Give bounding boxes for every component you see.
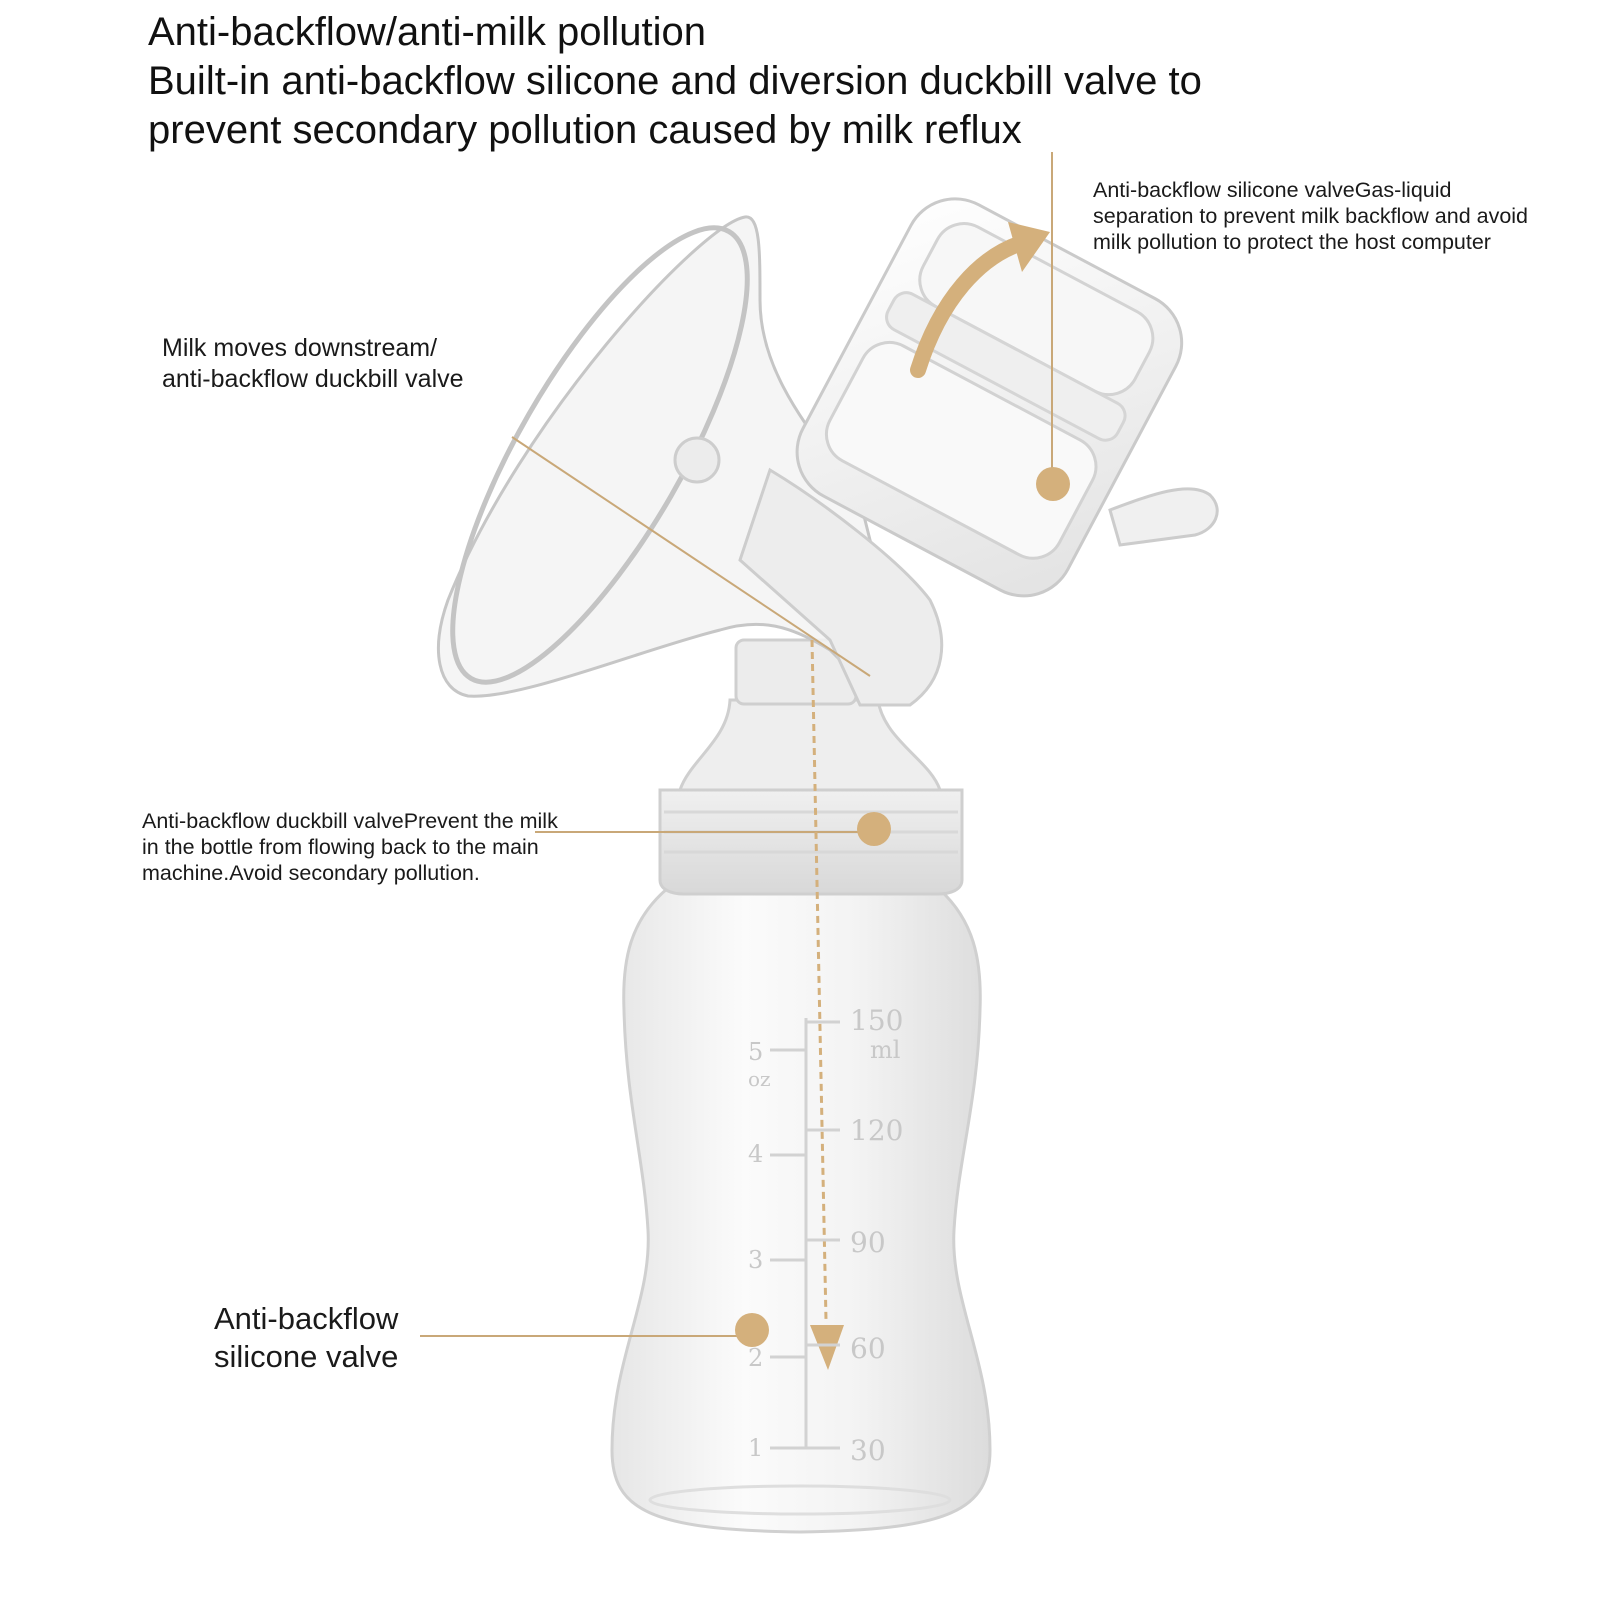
milk-flow-arrow-head xyxy=(810,1325,844,1370)
leader-line-milk xyxy=(511,436,871,677)
valve-housing xyxy=(795,197,1184,598)
funnel-rim xyxy=(450,225,750,685)
bottle-base-highlight xyxy=(648,1484,952,1516)
scale-ml-label: 60 xyxy=(850,1332,886,1365)
milk-flow-dashed-line xyxy=(810,639,828,1321)
callout-silicone-valve: Anti-backflow silicone valve xyxy=(214,1300,454,1376)
marker-dot-duckbill xyxy=(857,812,891,846)
connector-body xyxy=(738,467,944,707)
callout-top-right: Anti-backflow silicone valveGas-liquid s… xyxy=(1093,178,1529,254)
headline-line-2: Built-in anti-backflow silicone and dive… xyxy=(148,59,1202,103)
housing-clip xyxy=(1108,487,1219,547)
scale-ml-unit: ml xyxy=(870,1036,900,1064)
scale-ml-label: 120 xyxy=(850,1114,903,1147)
funnel-port xyxy=(673,436,721,484)
scale-oz-label: 1 xyxy=(748,1434,763,1462)
callout-duckbill-valve: Anti-backflow duckbill valvePrevent the … xyxy=(142,809,558,885)
flow-arrow-head xyxy=(1008,222,1050,272)
callout-silicone-line-2: silicone valve xyxy=(214,1339,399,1374)
scale-oz-label: 2 xyxy=(748,1344,763,1372)
headline-line-3: prevent secondary pollution caused by mi… xyxy=(148,108,1022,152)
scale-ml-label: 30 xyxy=(850,1434,886,1467)
measurement-scale: 150 ml 120 90 60 30 5 oz 4 3 2 1 xyxy=(748,1004,903,1467)
bottle-collar xyxy=(658,788,964,896)
marker-dot-silicone xyxy=(735,1313,769,1347)
callout-milk-line-2: anti-backflow duckbill valve xyxy=(162,365,464,393)
callout-milk-downstream: Milk moves downstream/ anti-backflow duc… xyxy=(162,333,542,395)
scale-ml-label: 90 xyxy=(850,1226,886,1259)
flow-arrow-curve xyxy=(910,234,1033,378)
headline: Anti-backflow/anti-milk pollution Built-… xyxy=(148,8,1528,155)
scale-oz-label: 3 xyxy=(748,1246,763,1274)
callout-milk-line-1: Milk moves downstream/ xyxy=(162,334,438,362)
scale-oz-unit: oz xyxy=(748,1067,771,1091)
scale-oz-label: 4 xyxy=(748,1140,763,1168)
bottle-shoulder xyxy=(677,698,943,792)
bottle-body xyxy=(610,886,992,1534)
headline-line-1: Anti-backflow/anti-milk pollution xyxy=(148,10,707,54)
scale-oz-label: 5 xyxy=(748,1038,763,1066)
scale-ml-label: 150 xyxy=(850,1004,903,1037)
callout-silicone-line-1: Anti-backflow xyxy=(214,1301,399,1336)
marker-dot-top-right xyxy=(1036,467,1070,501)
